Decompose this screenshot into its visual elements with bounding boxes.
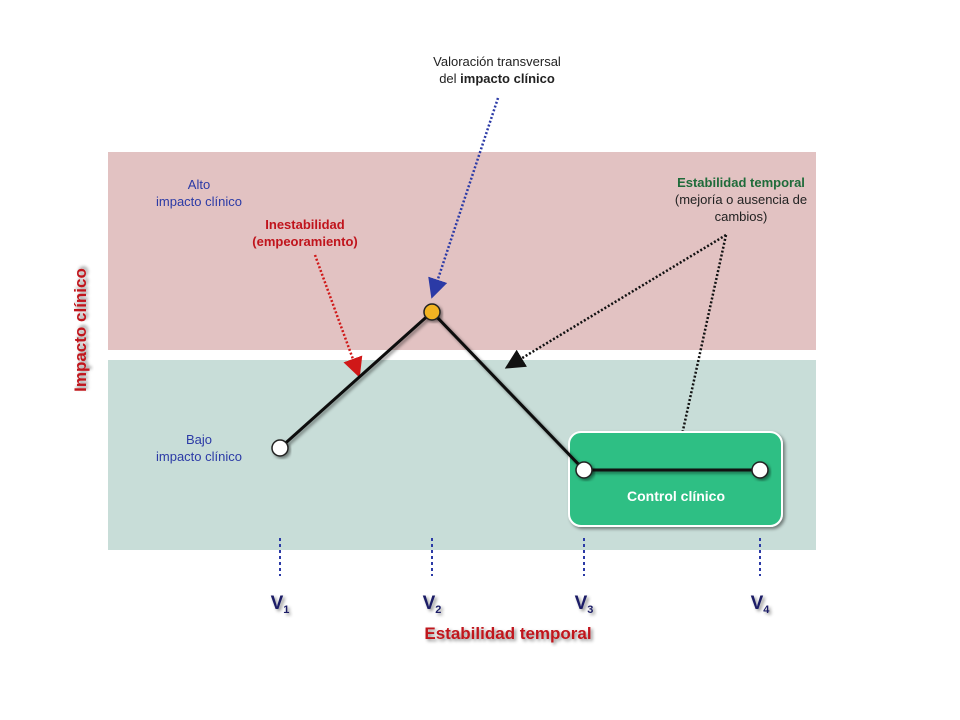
instability-arrow [313,254,363,378]
cross-section-label-2: del impacto clínico [439,71,555,86]
visit-label-3: V3 [575,593,594,616]
control-box [568,431,783,527]
visit-label-2: V2 [423,593,442,616]
x-axis-label: Estabilidad temporal [424,624,591,643]
visit-label-4: V4 [751,593,771,616]
stability-arrow-down [669,234,728,467]
stability-label-2: (mejoría o ausencia de [675,192,807,207]
visit-node-1 [271,439,289,457]
visit-label-1: V1 [271,593,290,616]
low-zone-label-1: Bajo [186,432,212,447]
instability-label-2: (empeoramiento) [252,234,357,249]
visit-node-4 [751,461,769,479]
high-zone-label-1: Alto [188,177,210,192]
visit-node-2-highlight [423,303,441,321]
cross-section-arrow [428,97,500,299]
instability-label-1: Inestabilidad [265,217,345,232]
visit-guides [279,538,761,576]
cross-section-label-1: Valoración transversal [433,54,561,69]
stability-label-3: cambios) [715,209,768,224]
control-label: Control clínico [627,488,725,504]
low-zone-label-2: impacto clínico [156,449,242,464]
stability-title: Estabilidad temporal [677,175,805,190]
visit-node-3 [575,461,593,479]
y-axis-label: Impacto clínico [71,268,90,392]
high-zone-label-2: impacto clínico [156,194,242,209]
